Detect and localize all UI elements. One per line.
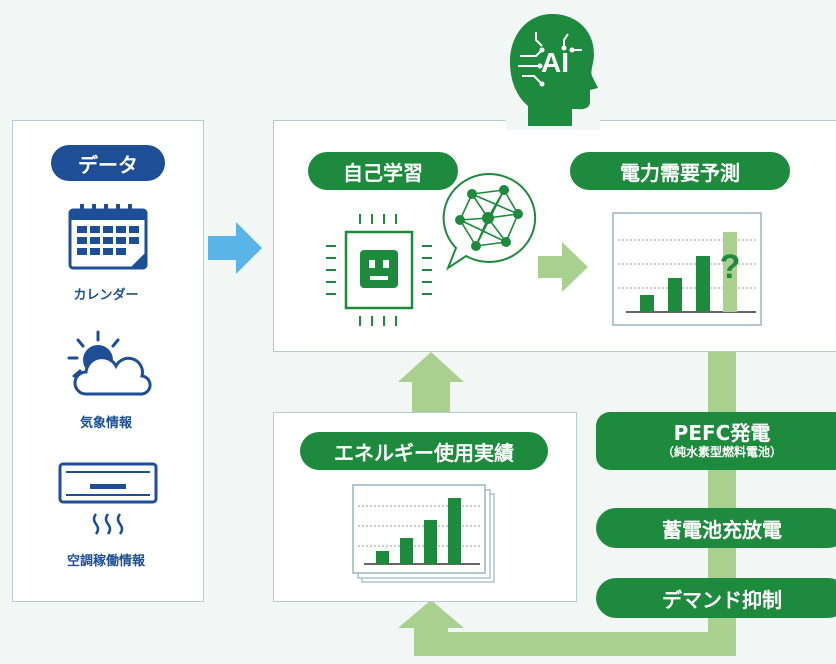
calendar-icon	[68, 204, 148, 270]
calendar-caption: カレンダー	[73, 288, 139, 303]
return-flow-line	[414, 632, 736, 656]
pefc-title: PEFC発電	[673, 421, 771, 445]
ai-label: AI	[541, 47, 569, 78]
pefc-generation-label: PEFC発電 （純水素型燃料電池）	[596, 412, 836, 470]
forecast-label: 電力需要予測	[570, 152, 790, 190]
feedback-up-arrow	[398, 352, 464, 414]
forecast-chart: ?	[612, 212, 762, 326]
ai-head-icon: AI	[506, 14, 600, 130]
input-arrow	[208, 222, 262, 274]
weather-icon	[67, 330, 152, 396]
neural-network-icon	[442, 172, 537, 271]
ac-caption: 空調稼働情報	[66, 554, 145, 569]
energy-title: エネルギー使用実績	[300, 432, 548, 470]
return-up-arrow	[398, 600, 464, 656]
battery-label: 蓄電池充放電	[596, 508, 836, 548]
air-conditioner-icon	[58, 462, 158, 535]
energy-chart	[352, 484, 495, 583]
data-title: データ	[51, 145, 165, 181]
robot-chip-icon	[326, 214, 432, 326]
pefc-subtitle: （純水素型燃料電池）	[661, 445, 782, 459]
forecast-arrow	[538, 242, 588, 292]
forecast-question-mark: ?	[720, 248, 741, 286]
self-learning-label: 自己学習	[308, 152, 458, 190]
weather-caption: 気象情報	[79, 416, 132, 431]
demand-control-label: デマンド抑制	[596, 578, 836, 618]
